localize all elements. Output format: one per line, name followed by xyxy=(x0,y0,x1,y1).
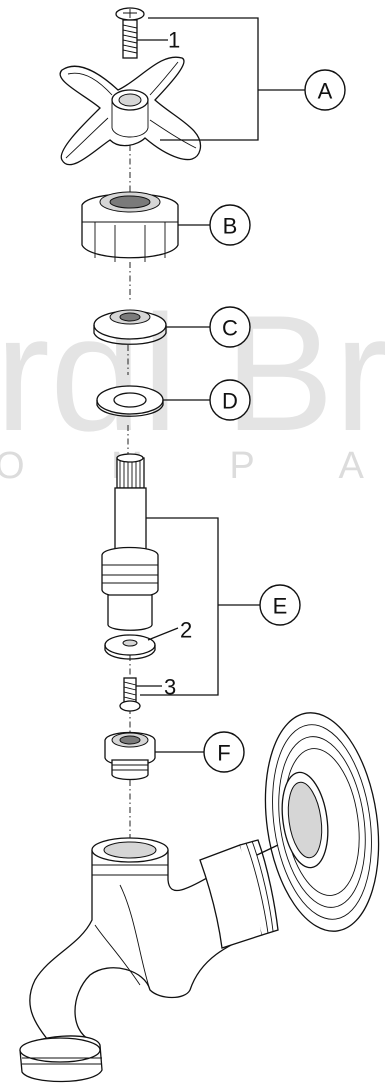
callout-f: F xyxy=(203,731,245,773)
watermark: rdl Br O M P A N xyxy=(0,281,385,487)
part-d-washer xyxy=(96,385,164,417)
escutcheon-flange xyxy=(256,712,380,932)
callout-b: B xyxy=(209,204,251,246)
part-f-seat xyxy=(104,731,156,781)
leader-lines xyxy=(136,17,305,753)
item-number-2: 2 xyxy=(180,618,192,643)
watermark-main: rdl Br xyxy=(0,281,385,465)
callout-c: C xyxy=(209,306,251,348)
watermark-sub: O M P A N xyxy=(0,445,385,487)
item-number-1: 1 xyxy=(168,28,180,53)
callout-e: E xyxy=(259,584,301,626)
callout-d-label: D xyxy=(222,389,238,414)
item-number-3: 3 xyxy=(164,675,176,700)
callout-f-label: F xyxy=(217,741,230,766)
callout-e-label: E xyxy=(273,594,288,619)
part-c-washer xyxy=(93,309,167,345)
part-b-nut xyxy=(81,191,179,262)
part-1-screw xyxy=(115,7,145,59)
faucet-body xyxy=(19,837,279,1083)
callout-b-label: B xyxy=(223,214,238,239)
callout-a: A xyxy=(304,69,346,111)
part-3-screw xyxy=(119,677,141,712)
center-axis xyxy=(127,145,131,840)
part-2-washer xyxy=(104,634,156,660)
part-a-cross-handle xyxy=(59,56,202,166)
callout-a-label: A xyxy=(318,79,333,104)
callout-c-label: C xyxy=(222,316,238,341)
part-e-stem xyxy=(101,453,159,631)
callout-d: D xyxy=(209,379,251,421)
